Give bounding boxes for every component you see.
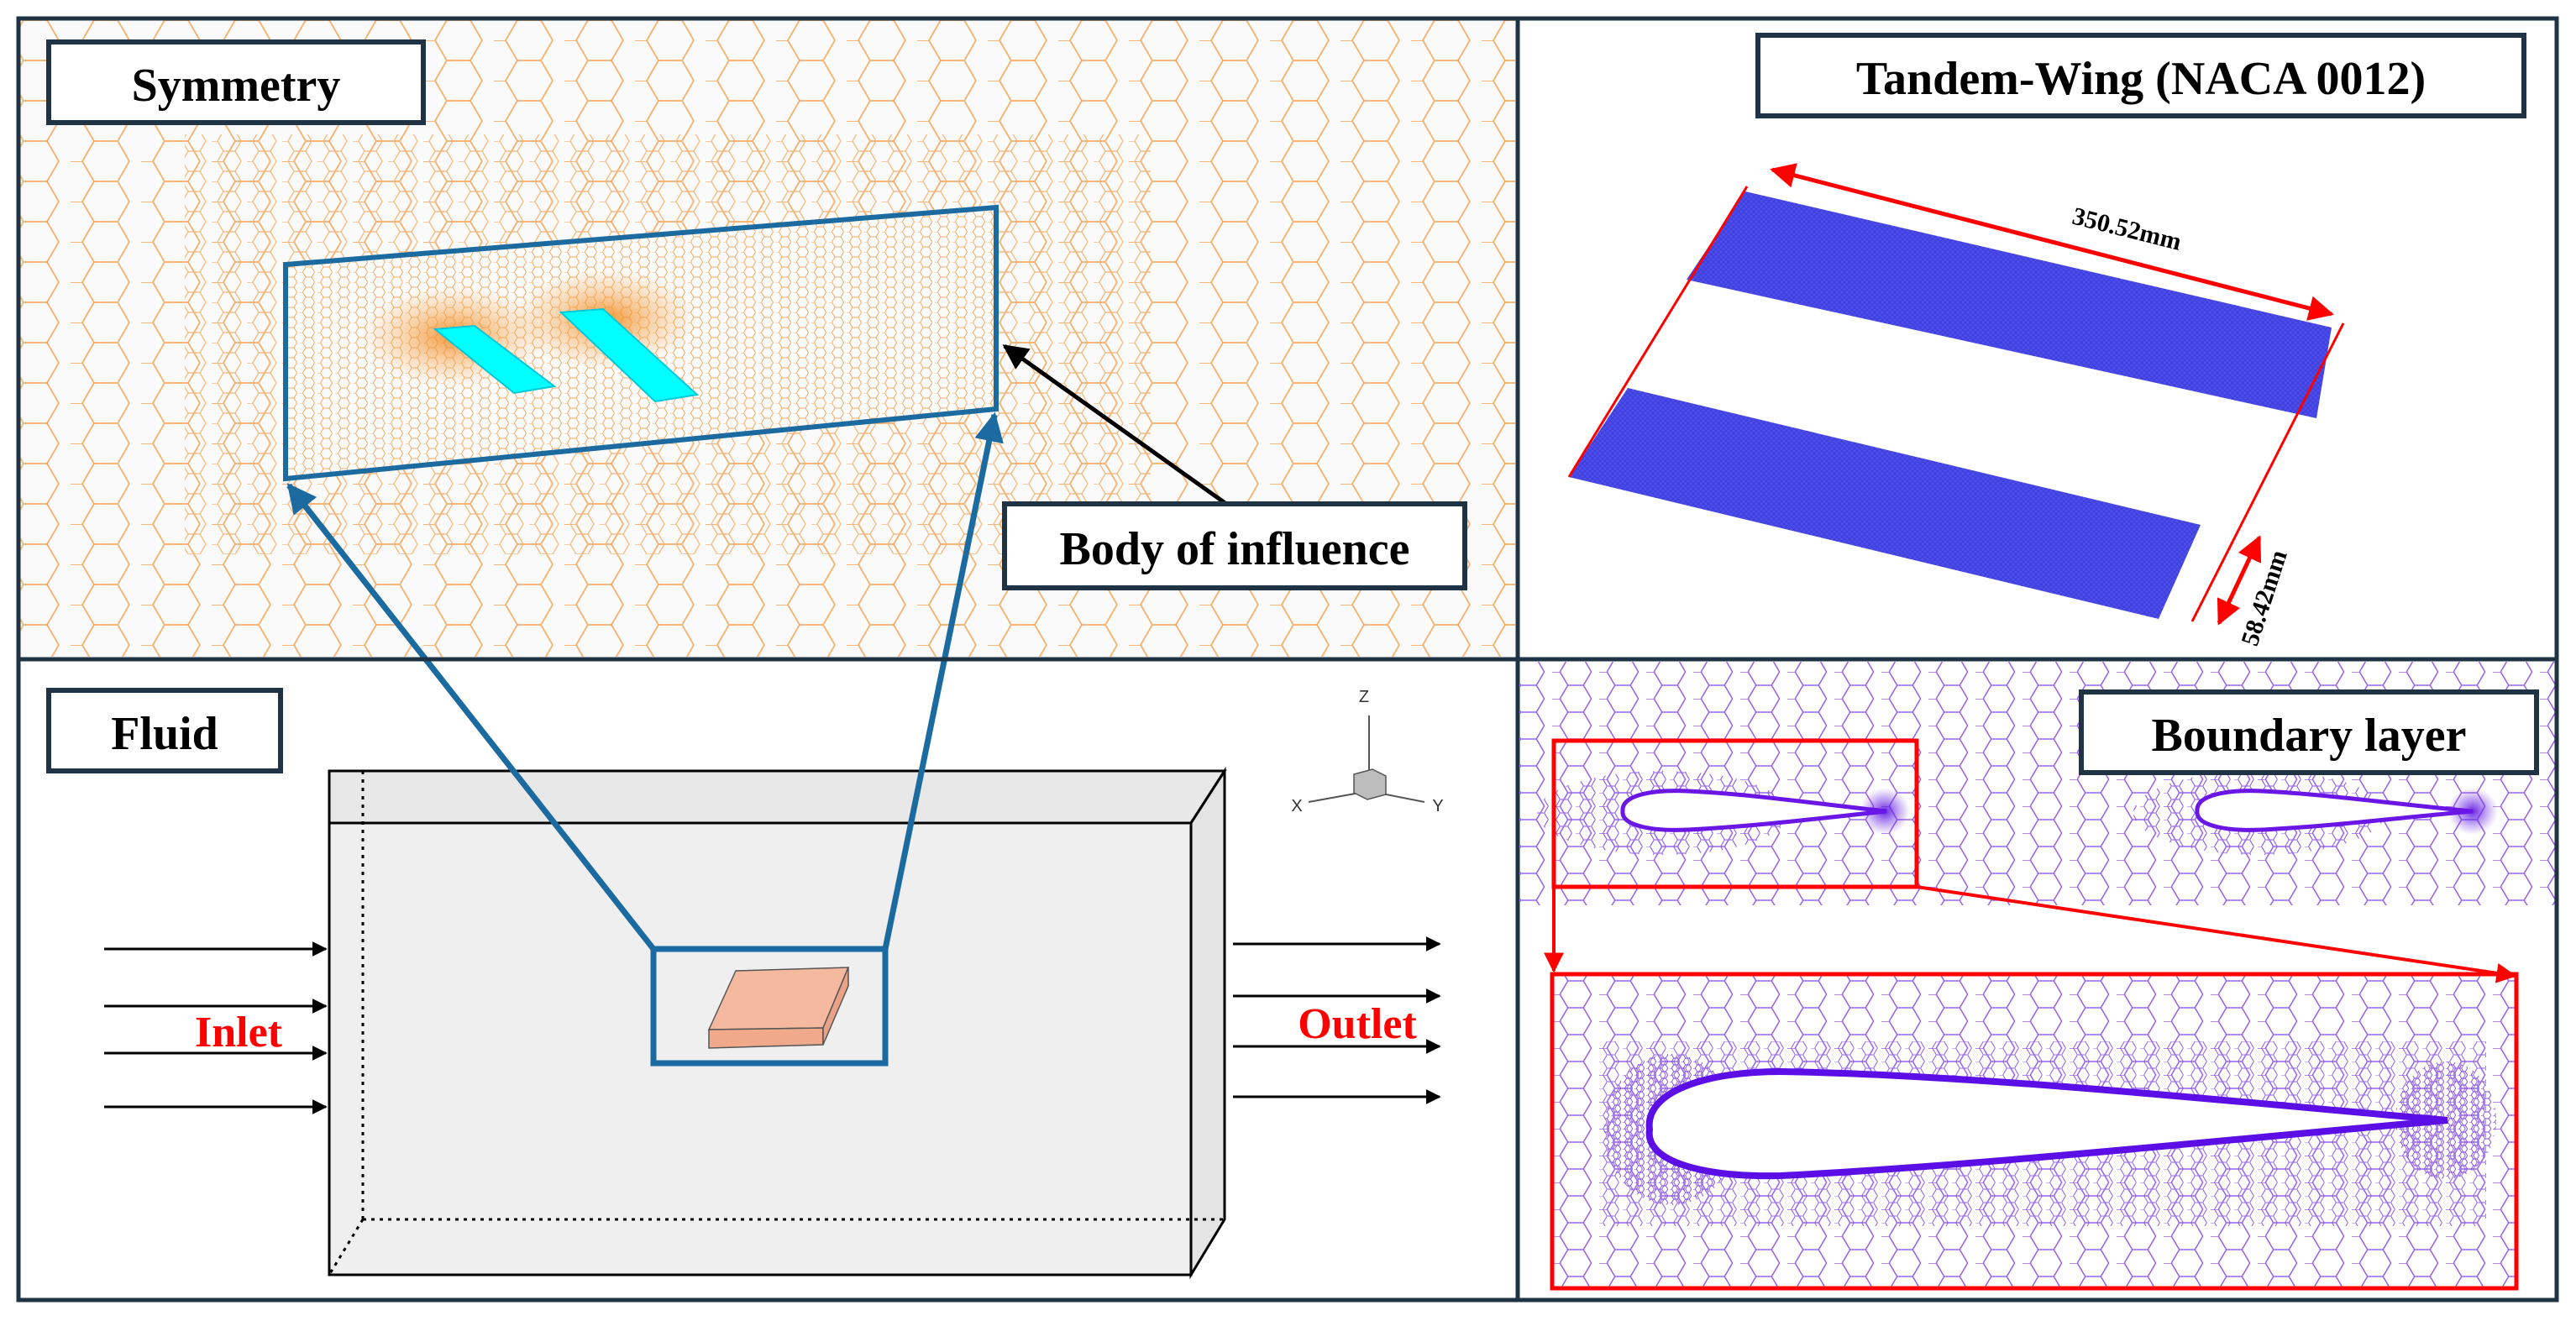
zoom-line-left: [286, 483, 656, 951]
z-axis-label: Z: [1359, 688, 1369, 706]
chord-dimension-arrow: [2217, 535, 2262, 626]
x-axis-label: X: [1291, 797, 1302, 815]
fluid-label: Fluid: [111, 708, 218, 760]
front-wing-cyan: [433, 324, 557, 395]
symmetry-label-box: Symmetry: [46, 39, 426, 125]
coordinate-triad: Z X Y: [1291, 688, 1443, 815]
body-of-influence-callout: Body of influence: [1002, 501, 1467, 590]
wing-body-block: [707, 967, 850, 1049]
zoom-line-right: [882, 412, 1004, 950]
body-of-influence-label: Body of influence: [1060, 523, 1410, 575]
airfoil-rear: [2195, 789, 2474, 832]
boundary-layer-label-box: Boundary layer: [2079, 689, 2539, 775]
body-of-influence-outline: [283, 204, 999, 482]
airfoil-front: [1620, 789, 1887, 832]
fluid-panel: Fluid Inlet Outlet: [18, 662, 1515, 1300]
body-of-influence-arrow: [1002, 343, 1228, 506]
zoom-connector-right: [1916, 885, 2517, 983]
lower-wing: [1569, 388, 2201, 619]
zoom-region-box: [1551, 738, 1919, 889]
panel-frames: [16, 16, 2559, 1303]
zoomed-view-box: [1550, 972, 2519, 1291]
tandem-wing-panel: Tandem-Wing (NACA 0012) 350.52mm 58.42mm: [1520, 18, 2557, 657]
airfoil-zoomed: [1645, 1067, 2448, 1180]
fluid-domain-box: [328, 766, 1227, 1280]
boundary-layer-label: Boundary layer: [2152, 710, 2467, 762]
zoom-source-box: [650, 946, 889, 1067]
span-dimension-arrow: [1770, 163, 2334, 321]
outlet-arrows: [1233, 936, 1441, 1104]
inlet-arrows: [104, 941, 328, 1114]
y-axis-label: Y: [1432, 797, 1443, 815]
rear-wing-cyan: [559, 307, 700, 403]
symmetry-label: Symmetry: [132, 60, 341, 112]
inlet-label: Inlet: [195, 1009, 283, 1056]
root-edge-line: [1567, 186, 1749, 478]
outlet-label: Outlet: [1298, 1000, 1417, 1048]
tandem-wing-label: Tandem-Wing (NACA 0012): [1856, 53, 2426, 105]
